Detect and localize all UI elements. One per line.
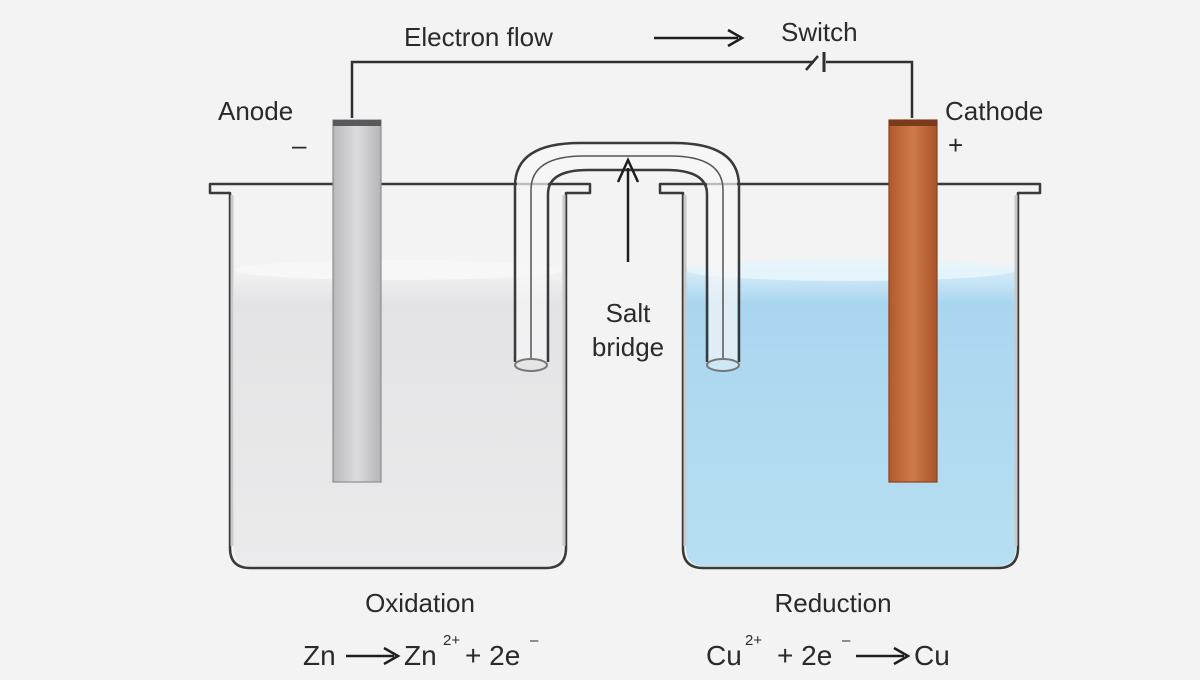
switch-symbol[interactable]: [805, 52, 826, 72]
external-circuit: [350, 28, 914, 118]
cathode-label: Cathode: [945, 96, 1043, 126]
salt-bridge-label-line1: Salt: [606, 298, 652, 328]
zinc-sulfate-solution: [234, 268, 563, 566]
electron-flow-label: Electron flow: [404, 22, 553, 52]
reduction-electron-charge: –: [842, 632, 851, 649]
oxidation-label: Oxidation: [365, 588, 475, 618]
electron-flow-arrow: [654, 28, 745, 48]
zinc-electrode: [332, 119, 382, 483]
reaction-arrow: [346, 646, 401, 666]
oxidation-electron-charge: –: [530, 632, 539, 649]
oxidation-electrons: + 2e: [465, 640, 520, 671]
anode-label: Anode: [218, 96, 293, 126]
left-beaker-glass: [208, 182, 592, 570]
wire: [350, 60, 814, 118]
right-beaker-glass: [658, 182, 1042, 570]
reaction-arrow: [856, 646, 911, 666]
switch-label: Switch: [781, 17, 858, 47]
salt-bridge-pointer: [616, 156, 640, 262]
oxidation-equation: Zn Zn 2+ + 2e –: [303, 632, 539, 671]
reduction-label: Reduction: [774, 588, 891, 618]
wire-right: [826, 60, 914, 118]
oxidation-reactant: Zn: [303, 640, 336, 671]
anode-sign: –: [292, 130, 307, 160]
reduction-reactant-charge: 2+: [745, 632, 762, 649]
salt-bridge-label-line2: bridge: [592, 332, 664, 362]
left-beaker: [208, 182, 592, 570]
oxidation-product-charge: 2+: [443, 632, 460, 649]
cathode-sign: +: [948, 130, 963, 160]
reduction-electrons: + 2e: [777, 640, 832, 671]
reduction-reactant: Cu: [706, 640, 742, 671]
reduction-product: Cu: [914, 640, 950, 671]
reduction-equation: Cu 2+ + 2e – Cu: [706, 632, 950, 671]
oxidation-product: Zn: [404, 640, 437, 671]
copper-electrode: [888, 119, 938, 483]
